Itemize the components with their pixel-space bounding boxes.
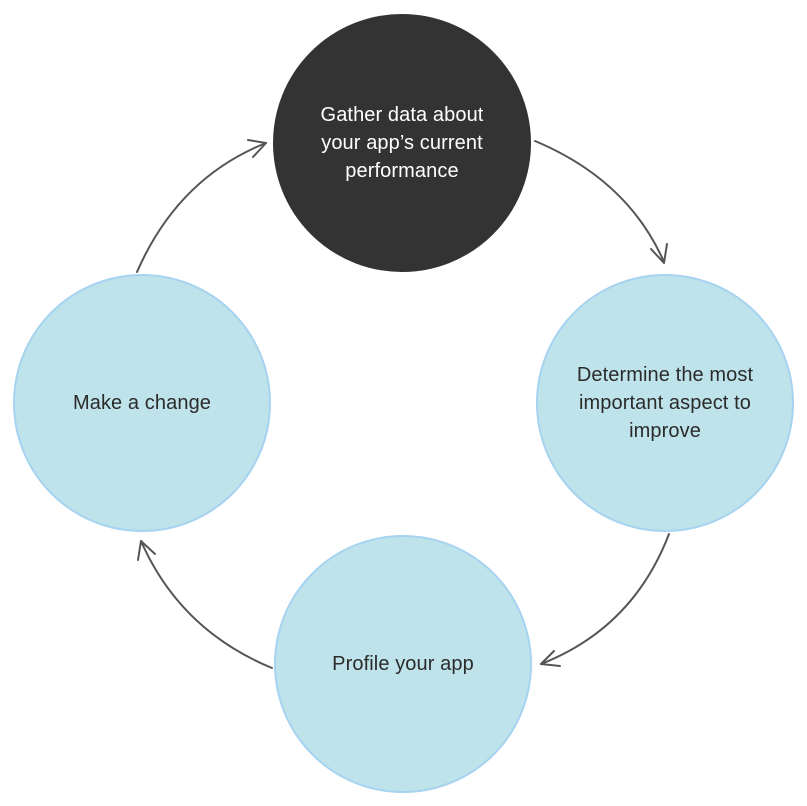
node-label-profile-app: Profile your app [332,653,474,675]
node-make-change: Make a change [13,274,271,532]
node-label-gather-data: Gather data about your app’s current per… [320,104,484,182]
arrow-top-to-right [534,140,665,263]
node-profile-app: Profile your app [274,535,532,793]
arrow-bottom-to-left [140,540,273,669]
arrowhead-bottom-to-left [137,540,156,561]
arrowhead-right-to-bottom [540,650,561,667]
arrow-right-to-bottom [540,533,670,665]
arrowhead-left-to-top [247,139,267,158]
arrowhead-top-to-right [650,243,668,264]
node-gather-data: Gather data about your app’s current per… [273,14,531,272]
node-label-make-change: Make a change [72,392,212,414]
node-label-determine-aspect: Determine the most important aspect to i… [576,364,754,442]
node-determine-aspect: Determine the most important aspect to i… [536,274,794,532]
arrow-left-to-top [136,142,267,273]
